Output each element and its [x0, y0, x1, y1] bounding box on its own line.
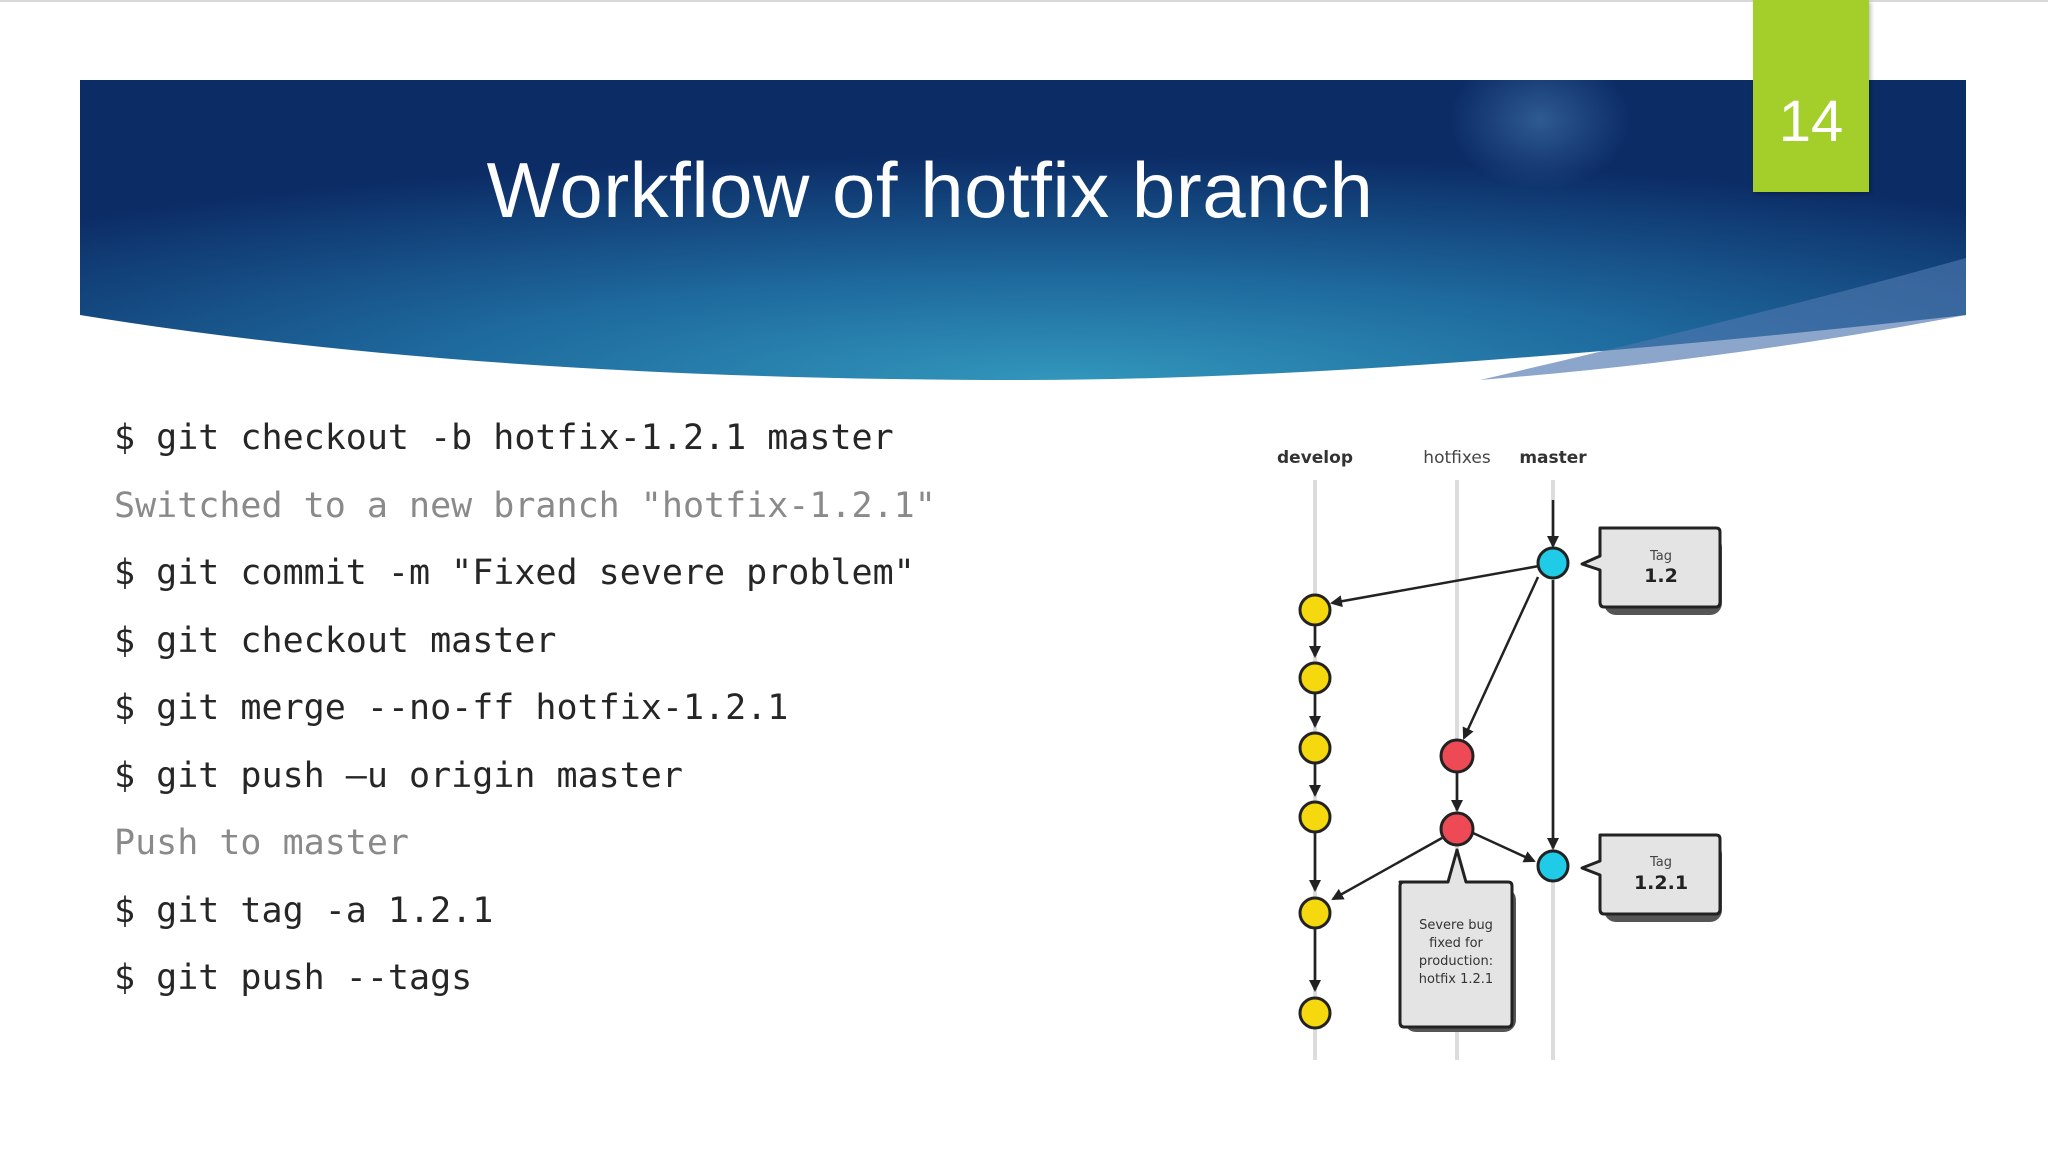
code-line: $ git push –u origin master: [114, 755, 683, 796]
develop-commit: [1298, 661, 1332, 695]
code-line: $ git commit -m "Fixed severe problem": [114, 553, 915, 593]
hotfix-commit: [1439, 738, 1475, 774]
develop-commit: [1298, 593, 1332, 627]
code-line: $ git checkout master: [114, 620, 557, 661]
code-output-line: Switched to a new branch "hotfix-1.2.1": [114, 485, 936, 526]
title-banner: [80, 80, 1966, 380]
develop-commit: [1298, 731, 1332, 765]
hotfix-commit: [1439, 811, 1475, 847]
slide-number-badge: 14: [1753, 0, 1869, 192]
tag-caption: Tag: [1649, 855, 1672, 870]
note-line: hotfix 1.2.1: [1419, 972, 1493, 987]
master-commit: [1536, 546, 1570, 580]
top-rule: [0, 0, 2048, 2]
hotfix-note-callout: Severe bug fixed for production: hotfix …: [1398, 848, 1516, 1032]
arrow-hotfix-to-develop: [1331, 836, 1443, 901]
code-output-line: Push to master: [114, 823, 410, 863]
master-commit: [1536, 849, 1570, 883]
tag-callout-1-2-1: Tag 1.2.1: [1580, 833, 1722, 922]
arrow-master-to-develop: [1330, 564, 1540, 608]
code-line: $ git merge --no-ff hotfix-1.2.1: [114, 688, 789, 728]
develop-commit: [1298, 800, 1332, 834]
develop-commit: [1298, 896, 1332, 930]
arrow-master-to-hotfix: [1462, 576, 1540, 740]
column-label-develop: develop: [1277, 448, 1353, 468]
tag-version: 1.2.1: [1634, 872, 1688, 894]
note-line: fixed for: [1429, 936, 1483, 951]
code-line: $ git tag -a 1.2.1: [114, 890, 494, 931]
slide-number: 14: [1778, 89, 1844, 154]
tag-version: 1.2: [1644, 565, 1678, 587]
tag-caption: Tag: [1649, 549, 1672, 564]
code-line: $ git push --tags: [114, 958, 473, 998]
slide-title: Workflow of hotfix branch: [486, 146, 1374, 234]
tag-callout-1-2: Tag 1.2: [1580, 526, 1722, 615]
develop-commit: [1298, 996, 1332, 1030]
note-line: Severe bug: [1419, 918, 1493, 933]
git-flow-diagram: develop hotfixes master: [1270, 430, 1740, 1060]
column-label-hotfixes: hotfixes: [1423, 448, 1491, 468]
code-line: $ git checkout -b hotfix-1.2.1 master: [114, 418, 894, 458]
column-label-master: master: [1519, 448, 1587, 468]
note-line: production:: [1419, 954, 1493, 969]
code-block: $ git checkout -b hotfix-1.2.1 master Sw…: [114, 405, 936, 1013]
arrow-hotfix-to-master: [1472, 831, 1536, 863]
